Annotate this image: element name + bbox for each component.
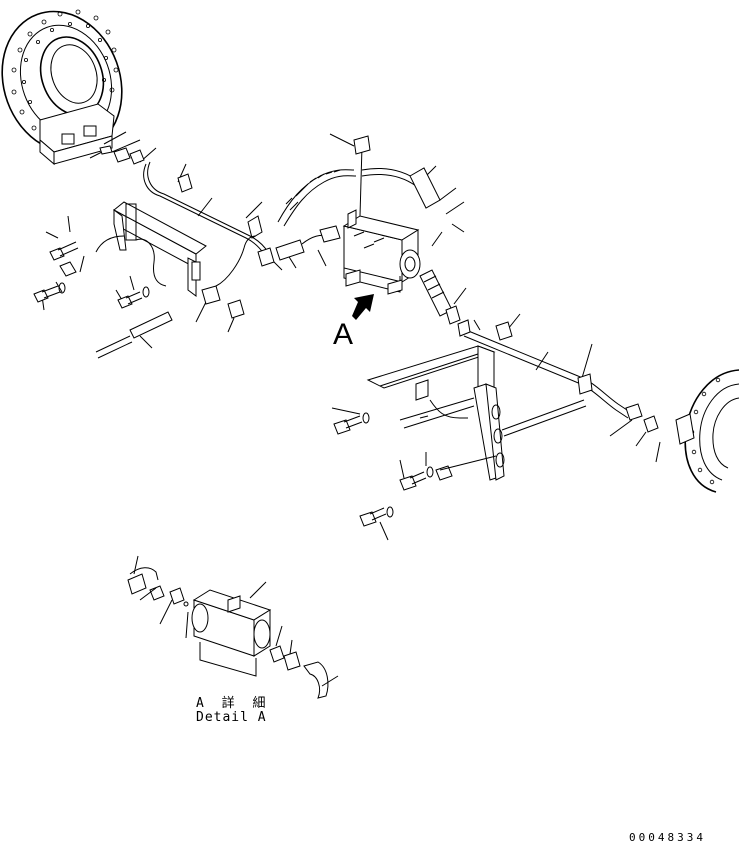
document-number: 00048334: [629, 831, 706, 844]
right-bolts: [333, 412, 434, 527]
leader-lines: [41, 131, 661, 541]
right-brake-disc: [675, 369, 739, 493]
left-mounting-bracket: [95, 201, 207, 297]
detail-label-japanese: A 詳 細: [196, 696, 271, 711]
left-bolts: [33, 145, 150, 309]
left-brake-disc: [1, 9, 123, 166]
brake-hoses: [275, 135, 461, 325]
detail-a-valve: [127, 555, 339, 699]
right-brake-pipe: [457, 319, 659, 437]
left-pipe-assembly: [95, 161, 275, 359]
right-mounting-bracket: [366, 345, 505, 481]
view-arrow: [352, 294, 374, 320]
brake-valve: [342, 209, 421, 295]
view-marker-label: A: [333, 318, 354, 351]
detail-label-english: Detail A: [196, 710, 267, 725]
